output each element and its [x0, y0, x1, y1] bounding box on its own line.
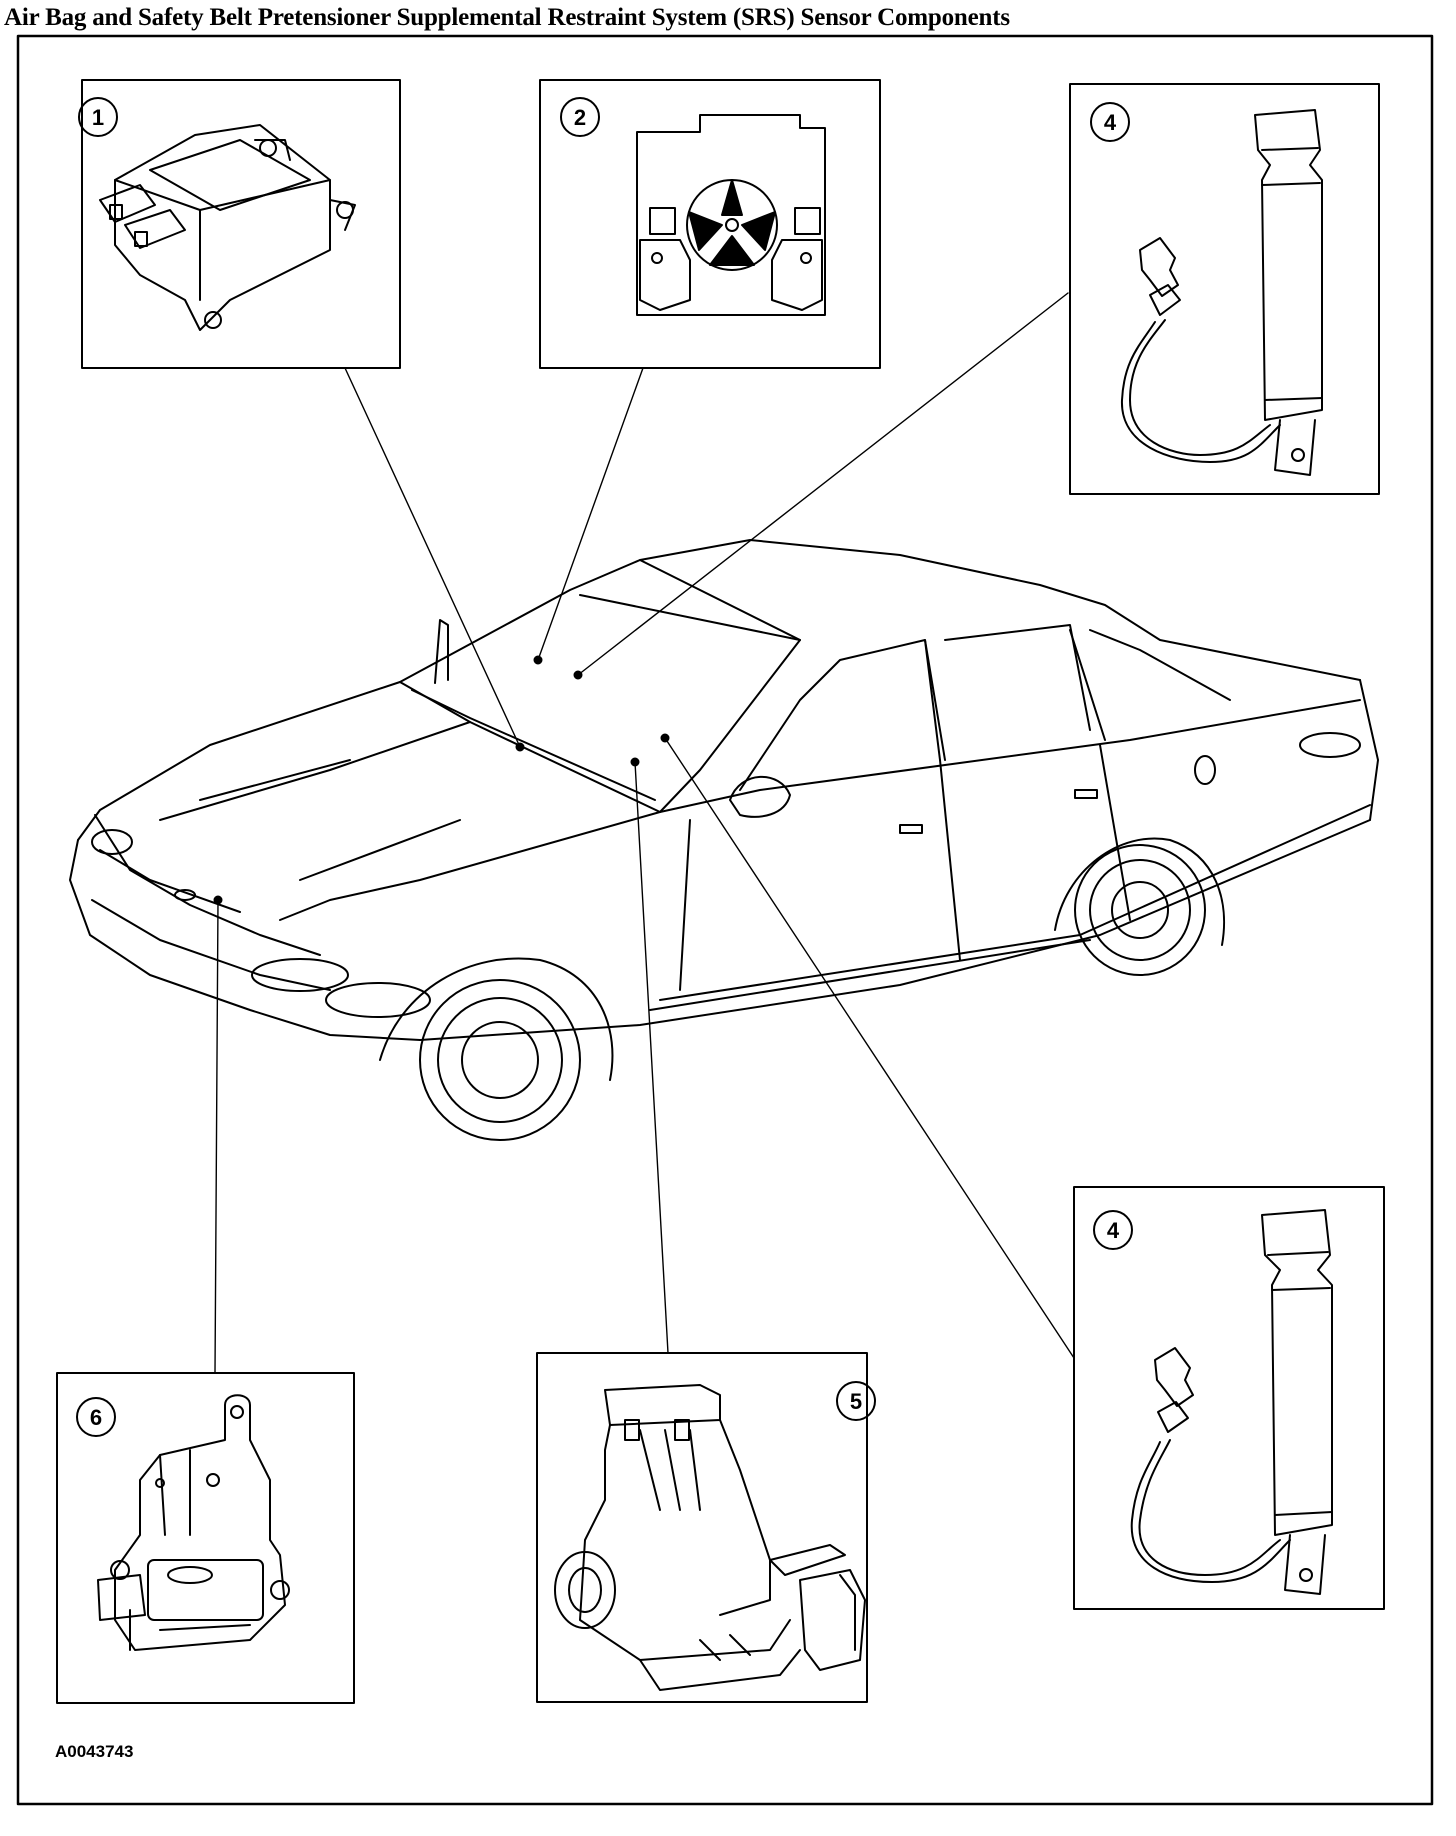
callout-circle-4-bottom — [1093, 1210, 1133, 1250]
safety-belt-buckle-icon — [1120, 109, 1323, 476]
callout-circle-6 — [76, 1397, 116, 1437]
callout-box-6: 6 — [56, 1372, 355, 1704]
callout-number-6: 6 — [90, 1405, 102, 1430]
leader-line-5 — [634, 761, 669, 1354]
leader-line-1 — [344, 367, 521, 748]
pretensioner-sensor-icon — [554, 1384, 866, 1691]
leader-line-6 — [214, 899, 219, 1374]
figure-reference-id: A0043743 — [55, 1742, 134, 1761]
callout-number-4-top: 4 — [1104, 110, 1117, 135]
callout-box-4-bottom: 4 — [1073, 1186, 1385, 1610]
callout-number-1: 1 — [92, 105, 104, 130]
impact-sensor-icon — [636, 114, 826, 316]
callout-circle-4-top — [1090, 102, 1130, 142]
callout-circle-1 — [78, 97, 118, 137]
callout-box-2: 2 — [539, 79, 881, 369]
safety-belt-buckle-icon — [1130, 1209, 1333, 1595]
leader-lines — [214, 292, 1075, 1374]
callout-box-5: 5 — [536, 1352, 876, 1703]
leader-line-4a — [577, 292, 1069, 676]
callout-number-2: 2 — [574, 105, 586, 130]
restraints-control-module-icon — [99, 124, 356, 331]
leader-line-4b — [664, 737, 1075, 1359]
callout-number-5: 5 — [850, 1389, 862, 1414]
callout-box-1: 1 — [78, 79, 401, 369]
diagram-title: Air Bag and Safety Belt Pretensioner Sup… — [4, 4, 1010, 31]
callout-circle-5 — [836, 1381, 876, 1421]
crash-sensor-icon — [97, 1394, 290, 1651]
leader-line-2 — [537, 367, 644, 661]
vehicle-illustration — [69, 539, 1379, 1141]
callout-circle-2 — [560, 97, 600, 137]
callout-number-4-bottom: 4 — [1107, 1218, 1120, 1243]
outer-frame — [16, 34, 1434, 1806]
callout-box-4-top: 4 — [1069, 83, 1380, 495]
